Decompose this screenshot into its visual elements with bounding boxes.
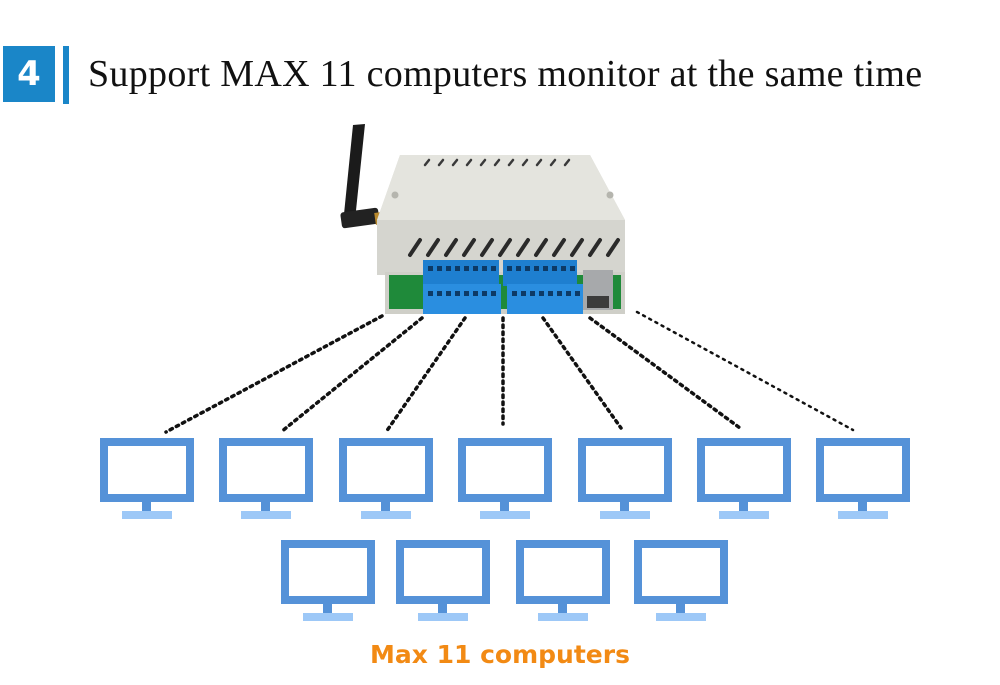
connection-line (635, 310, 855, 432)
ethernet-port-icon (583, 270, 613, 310)
connection-line (541, 316, 623, 430)
enclosure (377, 155, 625, 275)
computer-monitor-icon (100, 438, 194, 520)
page-title: Support MAX 11 computers monitor at the … (88, 53, 923, 95)
computer-monitor-icon (578, 438, 672, 520)
computer-monitor-icon (697, 438, 791, 520)
connection-line (588, 316, 742, 430)
computer-monitor-icon (458, 438, 552, 520)
computer-monitor-icon (396, 540, 490, 622)
computer-monitor-icon (516, 540, 610, 622)
step-number-badge: 4 (3, 46, 55, 102)
max-computers-caption: Max 11 computers (370, 640, 630, 669)
terminal-blocks (423, 260, 583, 314)
connection-line (279, 316, 424, 434)
connection-line (384, 316, 467, 434)
computer-monitor-icon (219, 438, 313, 520)
computer-monitor-icon (339, 438, 433, 520)
computer-monitor-icon (816, 438, 910, 520)
relay-controller-device (340, 124, 625, 314)
title-divider (63, 46, 69, 104)
connection-line (164, 314, 384, 434)
computer-monitor-icon (281, 540, 375, 622)
computer-monitor-icon (634, 540, 728, 622)
